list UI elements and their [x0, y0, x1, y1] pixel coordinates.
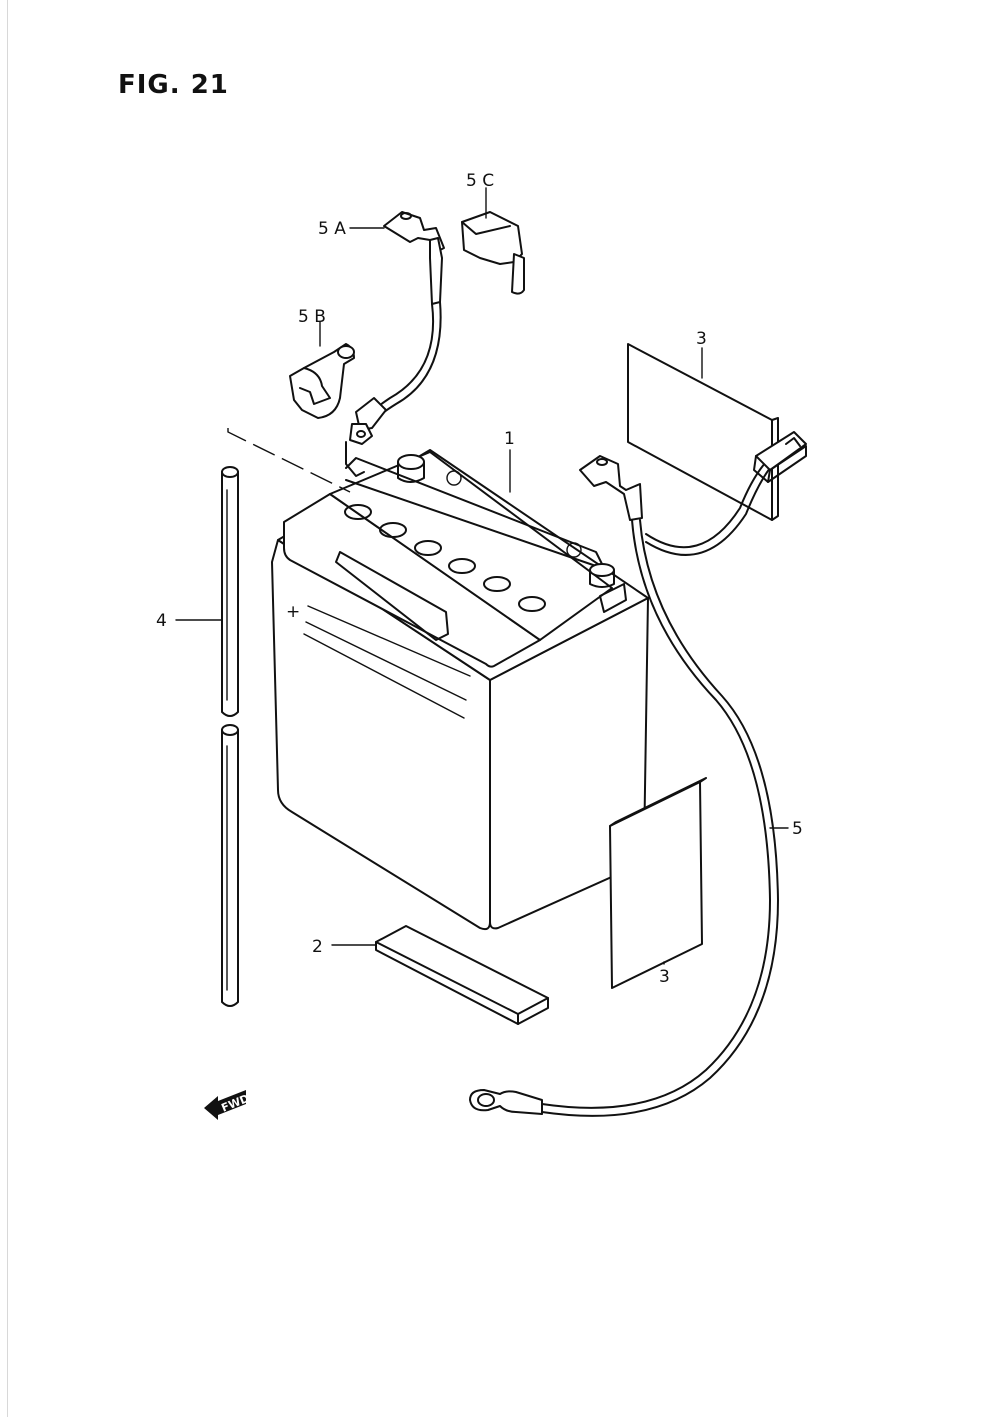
label-pad: 2: [312, 937, 323, 957]
label-part-5c: 5 C: [466, 171, 494, 191]
terminal-cover-5b: [289, 343, 355, 419]
vent-tube: [221, 466, 239, 1007]
insulation-sheet-upper: [627, 343, 779, 521]
battery-positive-mark: +: [286, 602, 300, 622]
figure-title: FIG. 21: [118, 70, 229, 100]
alignment-line: [227, 428, 351, 493]
label-cable: 5: [792, 819, 803, 839]
fwd-arrow-icon: FWD: [204, 1090, 251, 1120]
negative-terminal: [589, 563, 615, 588]
terminal-boot-5c: [461, 211, 525, 295]
leader-lines: [175, 187, 789, 965]
label-part-5a: 5 A: [318, 219, 346, 239]
ground-cable: [469, 431, 807, 1117]
page-margin-line: [7, 0, 8, 1417]
label-sheet-upper: 3: [696, 329, 707, 349]
insulation-sheet-lower: [609, 777, 707, 989]
label-part-5b: 5 B: [298, 307, 326, 327]
label-vent-tube: 4: [156, 611, 167, 631]
battery-cell-caps: [344, 504, 546, 612]
positive-terminal: [397, 454, 425, 483]
battery-pad: [375, 925, 549, 1025]
positive-lead-5a: [345, 211, 445, 477]
battery-body: +: [271, 449, 649, 931]
fwd-text: FWD: [220, 1092, 252, 1115]
label-battery: 1: [504, 429, 515, 449]
label-sheet-lower: 3: [659, 967, 670, 987]
